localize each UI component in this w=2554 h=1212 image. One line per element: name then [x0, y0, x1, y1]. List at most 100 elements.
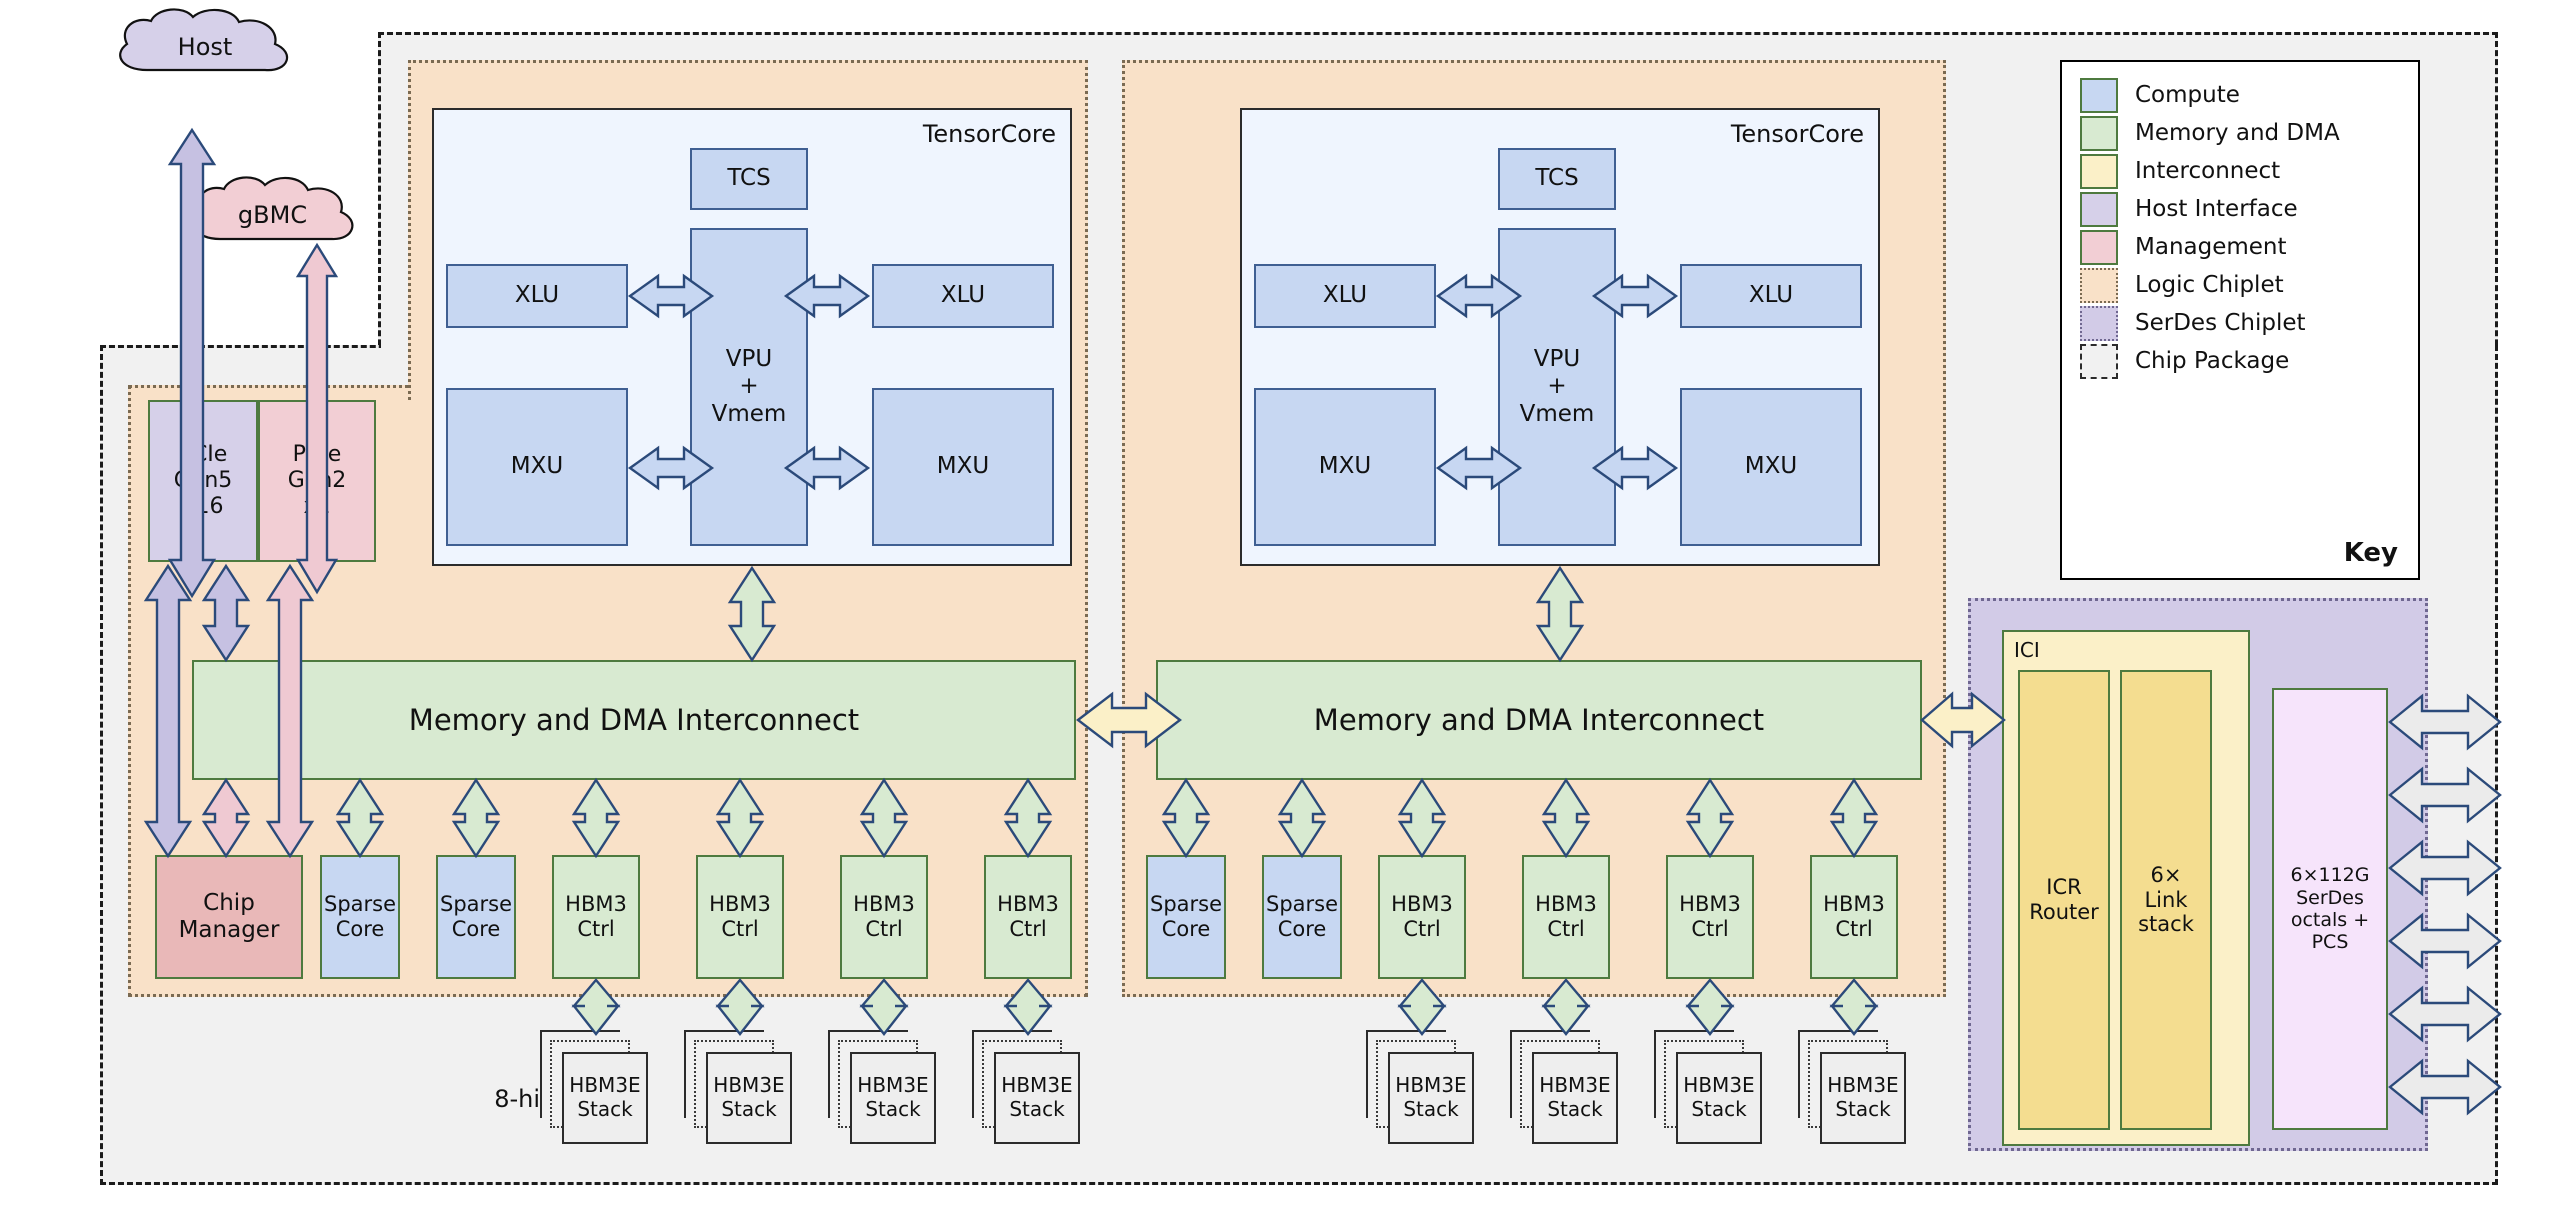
key-swatch-serdes-chiplet — [2080, 305, 2118, 341]
memory-dma-interconnect-right[interactable]: Memory and DMA Interconnect — [1156, 660, 1922, 780]
hbm3-ctrl-r4-line-1: HBM3 — [1823, 892, 1885, 917]
tcs-left[interactable]: TCS — [690, 148, 808, 210]
icr-router-block[interactable]: ICR Router — [2018, 670, 2110, 1130]
xlu-left-west[interactable]: XLU — [446, 264, 628, 328]
key-label-chip-package: Chip Package — [2135, 348, 2290, 374]
key-row-chip-package: Chip Package — [2080, 342, 2418, 380]
hbm3e-stack-l2[interactable]: HBM3E Stack — [706, 1052, 792, 1144]
hbm3-ctrl-l4-line-2: Ctrl — [1009, 917, 1047, 941]
hbm3e-r2-line-2: Stack — [1547, 1097, 1603, 1121]
hbm3e-r3-line-1: HBM3E — [1683, 1073, 1755, 1098]
xlu-left-east[interactable]: XLU — [872, 264, 1054, 328]
key-row-serdes-chiplet: SerDes Chiplet — [2080, 304, 2418, 342]
host-cloud: Host — [105, 8, 305, 86]
key-swatch-management — [2080, 229, 2118, 265]
hbm3e-r4-line-2: Stack — [1835, 1097, 1891, 1121]
hbm3-ctrl-l4-line-1: HBM3 — [997, 892, 1059, 917]
key-swatch-logic-chiplet — [2080, 267, 2118, 303]
pcie-gen2-line-3: x1 — [303, 493, 331, 519]
vpu-r-line-2: + — [1547, 373, 1567, 400]
key-title: Key — [2343, 538, 2398, 568]
hbm3-ctrl-l2-line-2: Ctrl — [721, 917, 759, 941]
gbmc-label: gBMC — [237, 201, 308, 229]
pcie-gen2-line-2: Gen2 — [287, 468, 347, 494]
hbm3-ctrl-r3[interactable]: HBM3 Ctrl — [1666, 855, 1754, 979]
xlu-right-west[interactable]: XLU — [1254, 264, 1436, 328]
serdes-line-3: octals + — [2290, 909, 2370, 931]
hbm3-ctrl-r2[interactable]: HBM3 Ctrl — [1522, 855, 1610, 979]
chip-manager-line-1: Chip — [203, 889, 255, 916]
hbm3-ctrl-l3-line-2: Ctrl — [865, 917, 903, 941]
sparse-core-r1-line-2: Core — [1161, 917, 1211, 941]
hbm3-ctrl-r1-line-2: Ctrl — [1403, 917, 1441, 941]
hbm3-ctrl-r4-line-2: Ctrl — [1835, 917, 1873, 941]
hbm3-ctrl-r2-line-2: Ctrl — [1547, 917, 1585, 941]
icr-router-line-2: Router — [2029, 900, 2099, 924]
hbm3e-stack-r2[interactable]: HBM3E Stack — [1532, 1052, 1618, 1144]
tcs-right[interactable]: TCS — [1498, 148, 1616, 210]
sparse-core-l1[interactable]: Sparse Core — [320, 855, 400, 979]
hbm3-ctrl-l4[interactable]: HBM3 Ctrl — [984, 855, 1072, 979]
vpu-vmem-right[interactable]: VPU + Vmem — [1498, 228, 1616, 546]
key-panel: Compute Memory and DMA Interconnect Host… — [2060, 60, 2420, 580]
hbm3e-l3-line-2: Stack — [865, 1097, 921, 1121]
key-label-compute: Compute — [2135, 82, 2240, 108]
memory-dma-interconnect-left[interactable]: Memory and DMA Interconnect — [192, 660, 1076, 780]
hbm3e-l3-line-1: HBM3E — [857, 1073, 929, 1098]
eight-hi-annotation: 8-hi — [494, 1085, 540, 1113]
hbm3-ctrl-l1[interactable]: HBM3 Ctrl — [552, 855, 640, 979]
vpu-line-3: Vmem — [711, 400, 787, 427]
sparse-core-l2-line-2: Core — [451, 917, 501, 941]
hbm3-ctrl-r3-line-1: HBM3 — [1679, 892, 1741, 917]
link-stack-block[interactable]: 6× Link stack — [2120, 670, 2212, 1130]
sparse-core-r1[interactable]: Sparse Core — [1146, 855, 1226, 979]
vpu-r-line-1: VPU — [1533, 346, 1581, 373]
mxu-right-west[interactable]: MXU — [1254, 388, 1436, 546]
key-row-memory-dma: Memory and DMA — [2080, 114, 2418, 152]
pcie-gen5-block[interactable]: PCIe Gen5 x16 — [148, 400, 258, 562]
mxu-left-east[interactable]: MXU — [872, 388, 1054, 546]
key-label-interconnect: Interconnect — [2135, 158, 2281, 184]
pcie-gen2-block[interactable]: PCIe Gen2 x1 — [258, 400, 376, 562]
serdes-line-4: PCS — [2311, 931, 2349, 954]
serdes-octals-pcs-block[interactable]: 6×112G SerDes octals + PCS — [2272, 688, 2388, 1130]
key-row-host-interface: Host Interface — [2080, 190, 2418, 228]
tensorcore-left-title: TensorCore — [922, 120, 1056, 148]
hbm3-ctrl-r3-line-2: Ctrl — [1691, 917, 1729, 941]
vpu-vmem-left[interactable]: VPU + Vmem — [690, 228, 808, 546]
hbm3-ctrl-r1[interactable]: HBM3 Ctrl — [1378, 855, 1466, 979]
sparse-core-r2-line-1: Sparse — [1265, 892, 1339, 917]
hbm3e-stack-r3[interactable]: HBM3E Stack — [1676, 1052, 1762, 1144]
hbm3e-stack-r4[interactable]: HBM3E Stack — [1820, 1052, 1906, 1144]
key-label-host-interface: Host Interface — [2135, 196, 2298, 222]
sparse-core-l2[interactable]: Sparse Core — [436, 855, 516, 979]
chip-manager-block[interactable]: Chip Manager — [155, 855, 303, 979]
pcie-gen5-line-3: x16 — [182, 493, 224, 519]
hbm3e-r1-line-2: Stack — [1403, 1097, 1459, 1121]
hbm3-ctrl-l3-line-1: HBM3 — [853, 892, 915, 917]
hbm3-ctrl-l1-line-2: Ctrl — [577, 917, 615, 941]
key-label-serdes-chiplet: SerDes Chiplet — [2135, 310, 2306, 336]
pcie-gen2-line-1: PCIe — [292, 442, 342, 468]
hbm3-ctrl-l2[interactable]: HBM3 Ctrl — [696, 855, 784, 979]
sparse-core-r2[interactable]: Sparse Core — [1262, 855, 1342, 979]
hbm3e-l1-line-2: Stack — [577, 1097, 633, 1121]
key-swatch-memory-dma — [2080, 115, 2118, 151]
hbm3e-stack-l1[interactable]: HBM3E Stack — [562, 1052, 648, 1144]
hbm3e-r2-line-1: HBM3E — [1539, 1073, 1611, 1098]
mxu-left-west[interactable]: MXU — [446, 388, 628, 546]
key-row-interconnect: Interconnect — [2080, 152, 2418, 190]
hbm3-ctrl-r4[interactable]: HBM3 Ctrl — [1810, 855, 1898, 979]
xlu-right-east[interactable]: XLU — [1680, 264, 1862, 328]
key-swatch-compute — [2080, 77, 2118, 113]
vpu-line-2: + — [739, 373, 759, 400]
key-swatch-interconnect — [2080, 153, 2118, 189]
hbm3e-stack-r1[interactable]: HBM3E Stack — [1388, 1052, 1474, 1144]
mxu-right-east[interactable]: MXU — [1680, 388, 1862, 546]
key-swatch-chip-package — [2080, 343, 2118, 379]
pcie-gen5-line-1: PCIe — [178, 442, 228, 468]
hbm3e-stack-l3[interactable]: HBM3E Stack — [850, 1052, 936, 1144]
hbm3-ctrl-l3[interactable]: HBM3 Ctrl — [840, 855, 928, 979]
hbm3e-stack-l4[interactable]: HBM3E Stack — [994, 1052, 1080, 1144]
serdes-line-1: 6×112G — [2290, 864, 2370, 887]
